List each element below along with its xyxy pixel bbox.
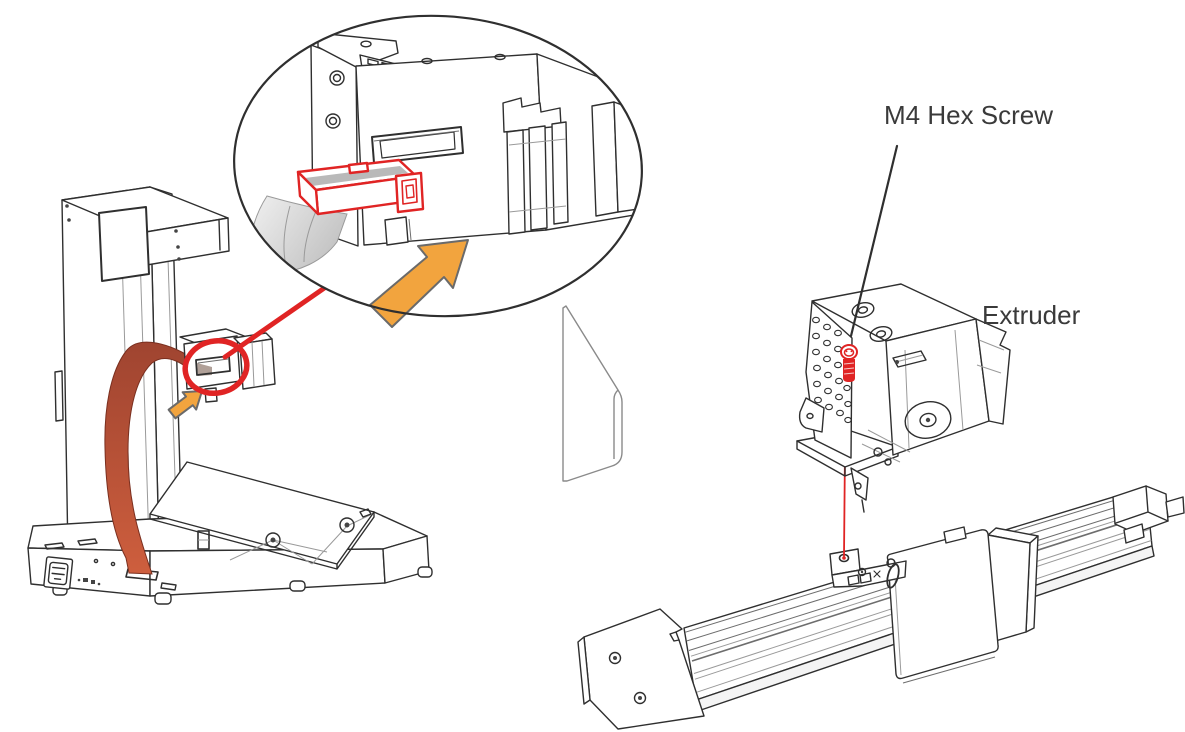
x-gantry-illustration [577, 485, 1185, 730]
power-socket [43, 556, 74, 590]
zoom-callout [233, 14, 647, 328]
highlight-circle [182, 338, 250, 396]
extruder-body [798, 283, 1011, 466]
z-tower [54, 186, 230, 557]
extruder-label: Extruder [982, 300, 1081, 330]
callout-detail [249, 32, 647, 274]
callout-leader-line [222, 279, 336, 360]
m4-screw-label: M4 Hex Screw [884, 100, 1054, 130]
insert-arrow-small-icon [167, 390, 203, 420]
gantry-left-plate [577, 608, 705, 730]
extruder-illustration [796, 144, 1011, 557]
x-carriage [829, 526, 1039, 684]
ribbon-cable [104, 341, 199, 575]
ribbon-connector [296, 158, 425, 216]
print-bed [149, 461, 375, 570]
m4-screw [840, 344, 858, 382]
insert-arrow-icon [369, 239, 469, 328]
printer-illustration [27, 186, 433, 605]
mount-bracket [829, 548, 907, 589]
screw-leader-line [849, 144, 899, 338]
panel-fragment [562, 305, 623, 482]
callout-ellipse [233, 14, 643, 318]
